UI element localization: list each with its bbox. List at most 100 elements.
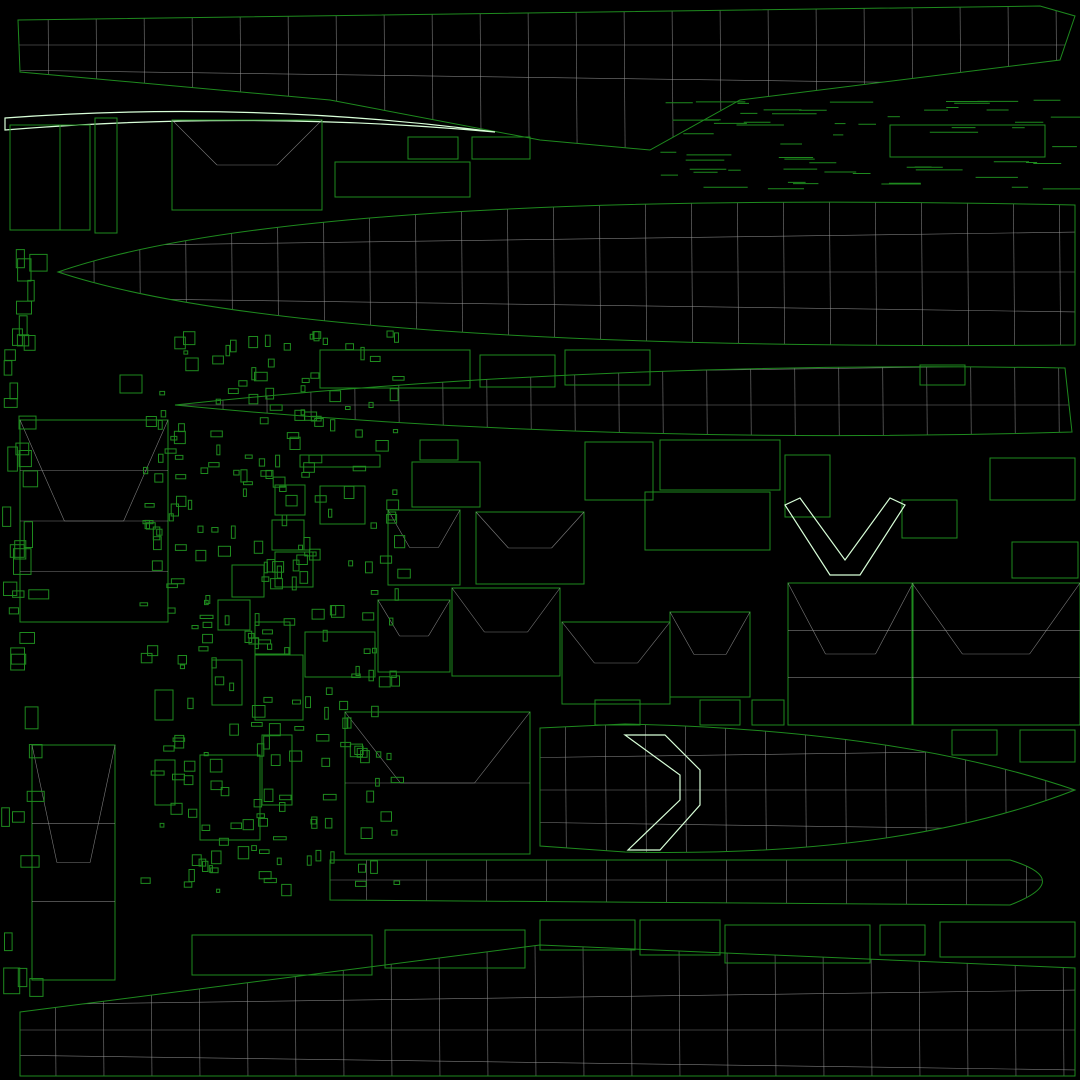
panel-outline [171,119,323,211]
detail-island [352,465,367,472]
detail-island [209,758,223,773]
detail-island [355,880,367,887]
detail-island [152,526,161,541]
wire-edge [671,6,681,150]
wire-edge [0,0,8,1080]
panel-outline [951,729,998,756]
detail-island [267,358,275,368]
detail-island [174,734,185,749]
detail-island [240,469,248,483]
detail-island [28,589,50,600]
detail-island [198,858,207,867]
panel-outline [334,161,471,198]
wire-edge [320,0,328,1080]
panel-outline [889,124,1046,158]
detail-island [392,489,398,495]
wire-edge [200,0,208,1080]
detail-island [170,435,178,441]
panel-islands [9,117,1080,981]
detail-island [315,849,322,862]
wire-edge [91,202,101,346]
detail-island [176,495,187,507]
detail-island [248,336,259,349]
detail-island [372,647,377,654]
panel-island [334,161,471,198]
wire-edge [1029,582,1080,655]
wire-edge [767,6,777,150]
detail-island [261,576,270,582]
detail-island [309,548,321,561]
wire-edge [47,945,57,1076]
detail-island [279,485,287,493]
wire-edge [1039,724,1049,853]
detail-island [167,607,176,614]
wire-edge [44,0,52,1080]
wire-edge [779,860,789,905]
detail-island [263,788,274,802]
wire-edge [1057,202,1067,346]
wire-edge [438,509,461,548]
wire-edge [965,202,975,346]
wire-edge [959,724,969,853]
detail-island [159,390,166,396]
panel-island [19,419,169,623]
panel-island [644,491,771,551]
detail-island [370,522,377,529]
wire-edge [428,599,451,637]
detail-island [310,818,317,825]
panel-outline [274,484,306,516]
detail-island [283,343,291,351]
wire-edge [137,202,147,346]
hull-outline [19,944,1076,1077]
wire-edge [47,6,57,150]
wire-edge [60,0,68,1080]
wire-edge [219,366,229,436]
detail-island [191,854,202,866]
panel-island [274,484,306,516]
detail-island [237,846,250,860]
panel-island [901,499,958,539]
panel-island [787,582,914,726]
panel-island [479,354,556,388]
wire-edge [839,860,849,905]
wire-edge [561,621,595,664]
wire-edge [911,582,963,655]
wire-edge [671,945,681,1076]
detail-island [286,432,300,440]
detail-island [211,527,219,533]
panel-island [594,699,641,726]
panel-island [231,564,265,598]
detail-island [253,540,264,554]
detail-island [216,444,221,456]
wire-edge [143,945,153,1076]
wire-edge [735,202,745,346]
wire-edge [747,366,757,436]
panel-outline [199,754,261,841]
detail-island [289,436,301,451]
detail-island [309,333,314,340]
detail-island [216,888,221,893]
detail-island [378,676,391,688]
detail-island [224,615,230,626]
detail-island [394,535,406,549]
wire-edge [20,1054,1075,1071]
detail-island [248,393,259,405]
detail-island [214,676,225,686]
panel-outline [989,457,1076,501]
detail-island [140,877,151,884]
detail-island [150,770,165,776]
wire-edge [879,366,889,436]
wire-edge [180,0,188,1080]
detail-island [158,453,164,463]
detail-island [188,808,198,818]
wire-edge [240,0,248,1080]
detail-island [140,652,153,664]
wire-edge [276,119,323,166]
panel-island [384,929,526,969]
detail-island [183,331,196,346]
panel-outline [254,654,304,721]
detail-island [322,629,328,642]
detail-island [187,697,194,710]
detail-island [172,773,185,781]
